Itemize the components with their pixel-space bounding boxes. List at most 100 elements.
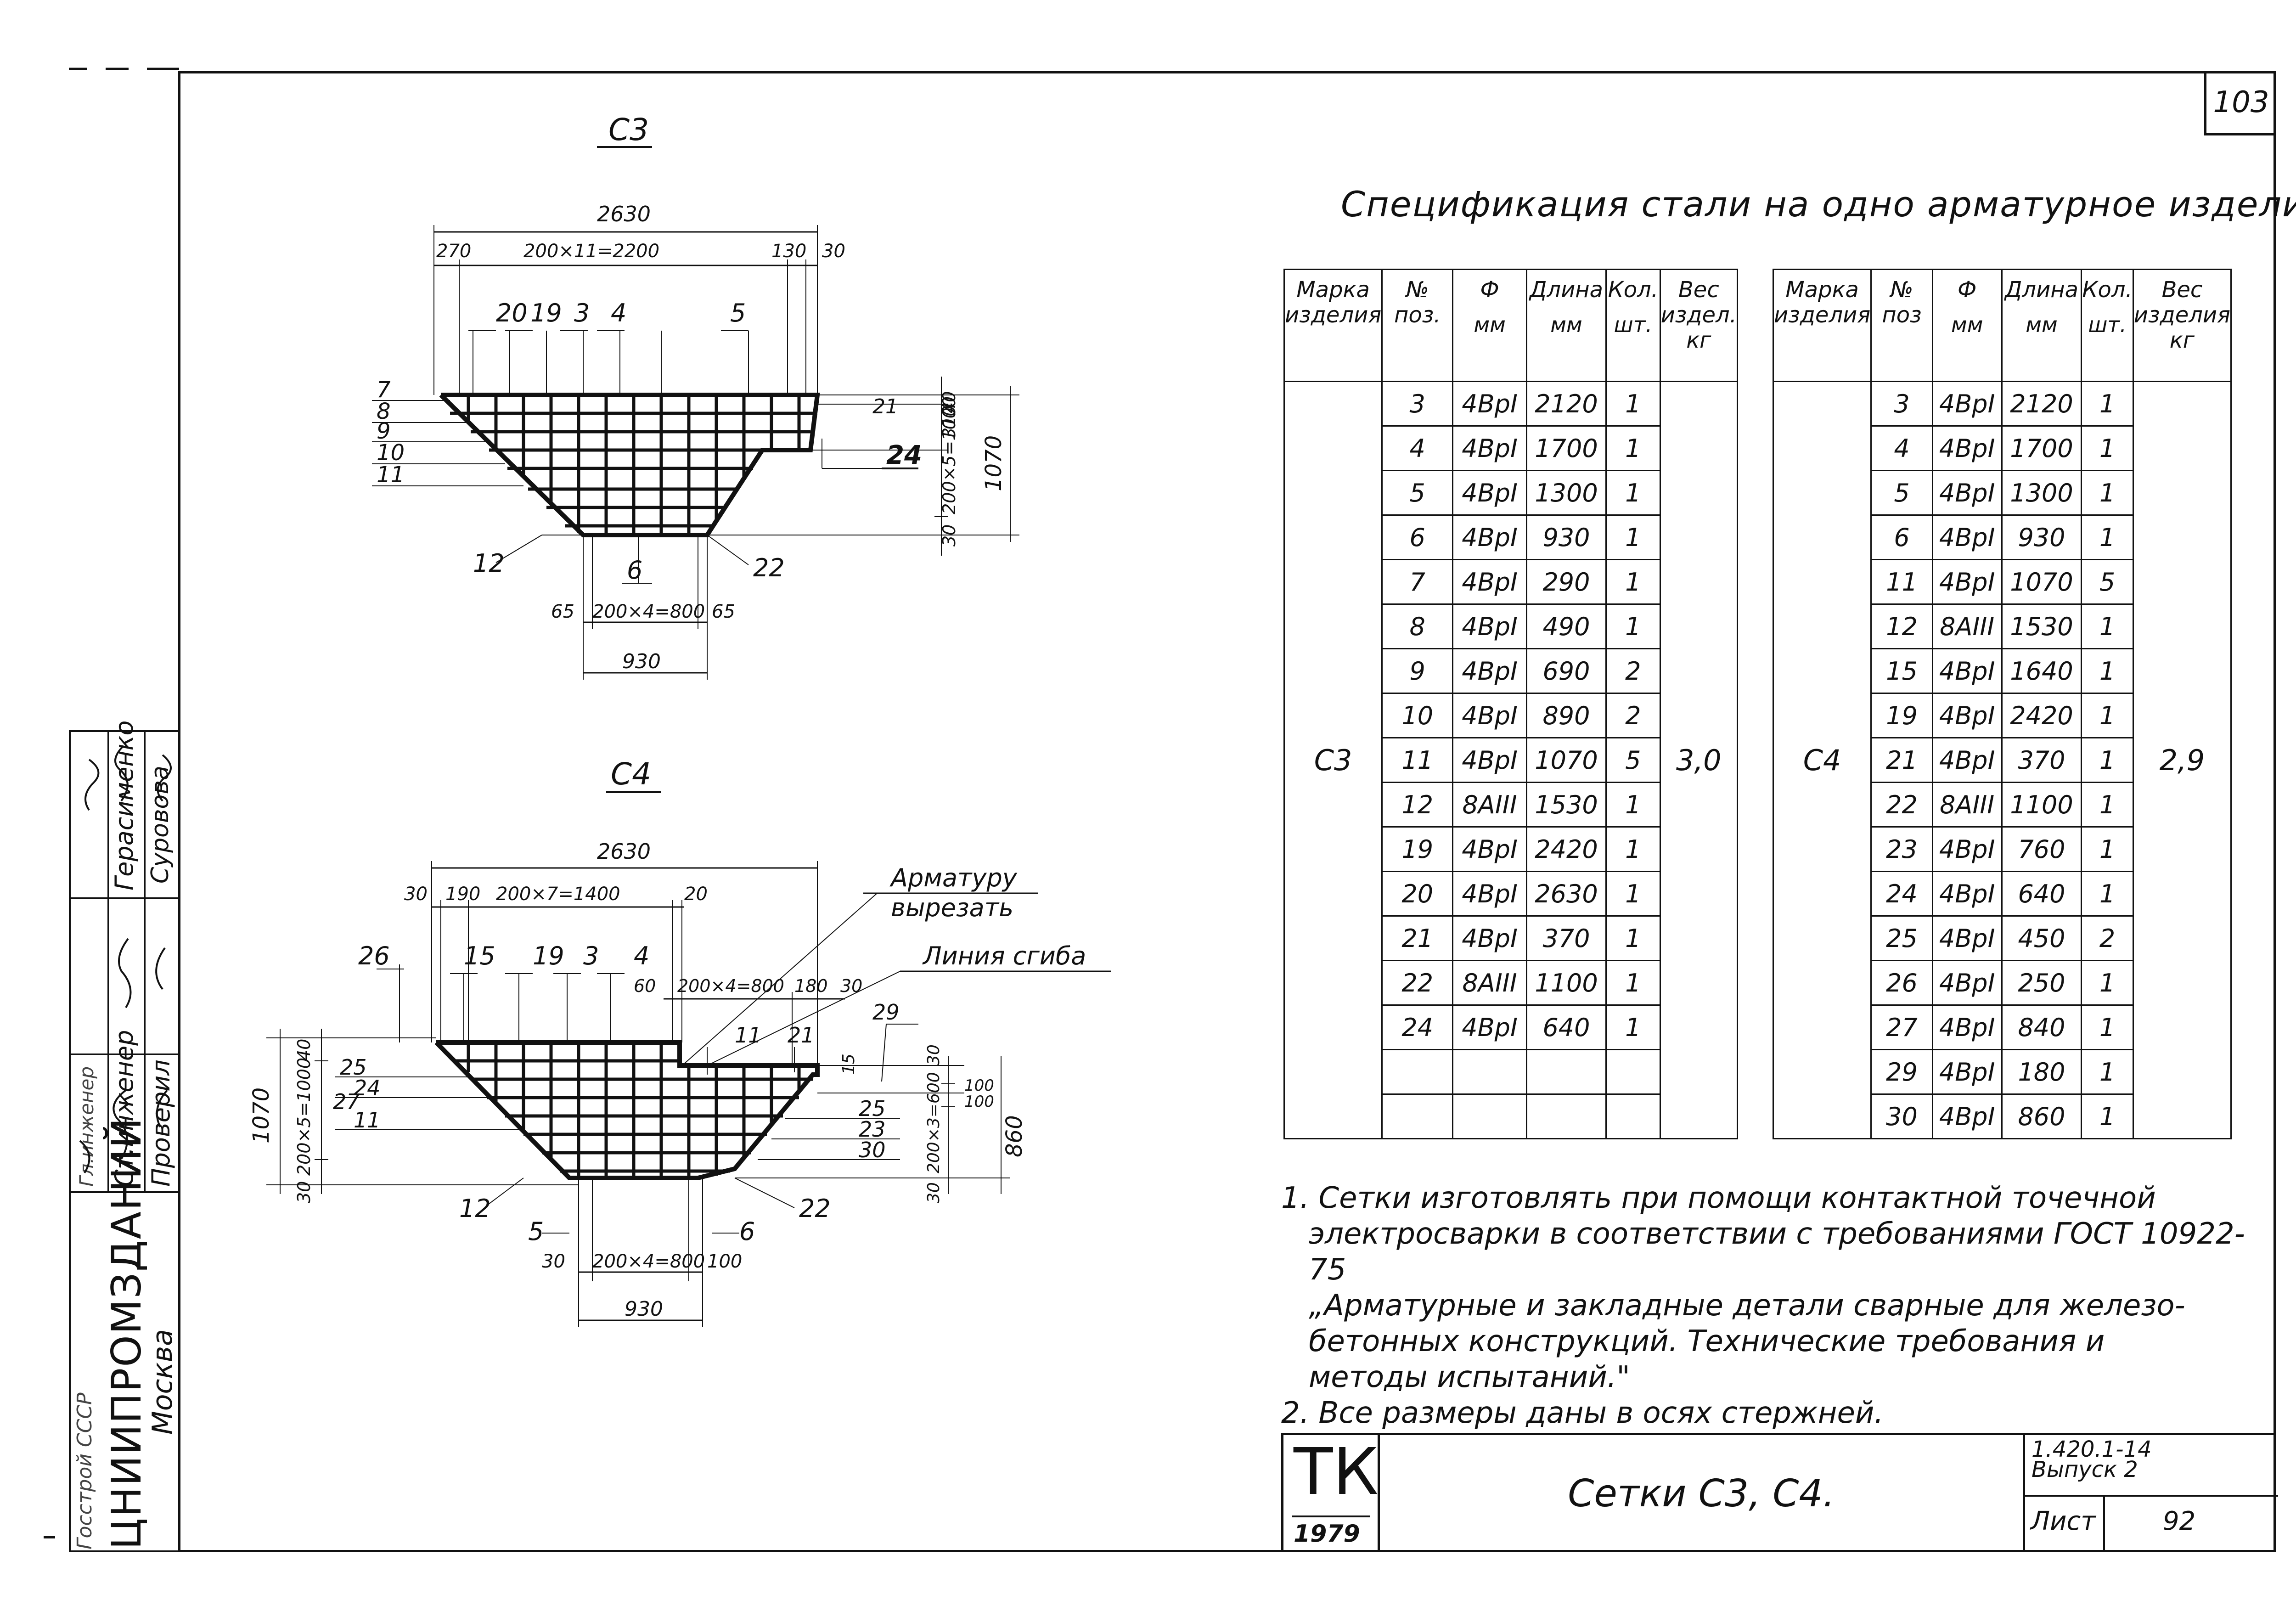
cell-pos: 7 <box>1381 559 1454 605</box>
spec-title: Спецификация стали на одно арматурное из… <box>1341 184 2296 225</box>
cell-dia: 4ВрI <box>1931 648 2003 694</box>
tk-mark: ТК <box>1294 1435 1379 1510</box>
cell-qty: 1 <box>1605 559 1661 605</box>
cell-pos: 19 <box>1870 693 1933 738</box>
title-block-right: 1.420.1-14 Выпуск 2 Лист 92 <box>2023 1435 2278 1552</box>
cell-pos: 11 <box>1870 559 1933 605</box>
drawing-c3: С3 2630 270 200×11=2200 130 30 20 19 3 4… <box>372 112 1019 680</box>
c4-label-11-right: 11 <box>735 1023 762 1048</box>
cell-len: 1070 <box>2001 559 2082 605</box>
cell-pos: 6 <box>1381 514 1454 560</box>
cell-qty: 1 <box>1605 514 1661 560</box>
c4-dim-top-2: 200×7=1400 <box>496 884 620 905</box>
c3-label-6: 6 <box>627 556 642 585</box>
cell-qty: 2 <box>1605 648 1661 694</box>
c3-label-7: 7 <box>377 377 391 403</box>
tk-logo: ТК 1979 <box>1283 1435 1380 1552</box>
cell-dia: 8АIII <box>1452 782 1527 828</box>
cell-len: 1530 <box>1525 782 1607 828</box>
cell-pos <box>1381 1049 1454 1095</box>
c3-dim-right-2: 200×5=1000 <box>939 396 959 514</box>
c4-label-25-right: 25 <box>859 1096 886 1121</box>
c4-dim-right-height: 860 <box>1002 1115 1027 1157</box>
cell-dia: 4ВрI <box>1452 648 1527 694</box>
cell-dia: 4ВрI <box>1452 871 1527 917</box>
cell-pos: 20 <box>1381 871 1454 917</box>
cell-pos: 21 <box>1381 915 1454 961</box>
cell-pos: 12 <box>1870 603 1933 649</box>
cell-pos: 4 <box>1381 425 1454 471</box>
cell-qty: 1 <box>1605 915 1661 961</box>
cell-dia: 4ВрI <box>1452 826 1527 872</box>
cell-dia <box>1452 1049 1527 1095</box>
cell-qty: 1 <box>1605 425 1661 471</box>
c4-label-15: 15 <box>464 941 495 970</box>
cell-dia: 4ВрI <box>1931 871 2003 917</box>
c3-dim-right-0: 40 <box>939 391 959 413</box>
cell-qty: 1 <box>1605 470 1661 516</box>
c3-label-5: 5 <box>730 299 746 327</box>
c3-label-12: 12 <box>473 549 505 578</box>
cell-pos: 3 <box>1381 381 1454 427</box>
c3-dim-total: 2630 <box>597 202 651 226</box>
stamp-city: Москва <box>146 1329 179 1435</box>
c4-annotation-2: Линия сгиба <box>922 941 1086 970</box>
c3-dim-top-3: 30 <box>822 241 845 262</box>
c3-label-4: 4 <box>611 299 626 327</box>
cell-qty: 1 <box>1605 960 1661 1006</box>
cell-len <box>1525 1049 1607 1095</box>
c4-dim-top-0: 30 <box>404 884 428 905</box>
c3-label-22: 22 <box>753 553 785 582</box>
c3-dim-right-3: 30 <box>939 524 959 546</box>
c4-label-24: 24 <box>354 1076 381 1100</box>
c4-label-4: 4 <box>634 941 649 970</box>
cell-qty: 1 <box>2081 693 2134 738</box>
cell-pos: 26 <box>1870 960 1933 1006</box>
cell-qty: 2 <box>2081 915 2134 961</box>
cell-dia: 4ВрI <box>1452 381 1527 427</box>
cell-pos: 27 <box>1870 1004 1933 1050</box>
c3-label-3: 3 <box>574 299 590 327</box>
cell-dia: 4ВрI <box>1931 1049 2003 1095</box>
cell-qty: 1 <box>1605 826 1661 872</box>
c3-dim-bottom-1: 200×4=800 <box>592 601 705 622</box>
c4-dim-mid-2: 180 <box>794 976 828 996</box>
cell-pos: 22 <box>1381 960 1454 1006</box>
cell-qty: 1 <box>2081 470 2134 516</box>
c4-dim-top-3: 20 <box>684 884 708 905</box>
cell-pos: 15 <box>1870 648 1933 694</box>
stamp-gosstroy: Госстрой СССР <box>73 1392 96 1549</box>
c3-dim-top-1: 200×11=2200 <box>523 241 659 262</box>
c4-dim-total: 2630 <box>597 839 651 864</box>
cell-pos: 24 <box>1870 871 1933 917</box>
c4-dim-right-2: 100 <box>964 1093 994 1111</box>
table-row <box>1284 1093 1738 1139</box>
cell-len: 930 <box>1525 514 1607 560</box>
table-row <box>1284 1049 1738 1095</box>
cell-dia: 4ВрI <box>1931 470 2003 516</box>
cell-weight: 2,9 <box>2132 381 2232 1139</box>
cell-pos: 29 <box>1870 1049 1933 1095</box>
